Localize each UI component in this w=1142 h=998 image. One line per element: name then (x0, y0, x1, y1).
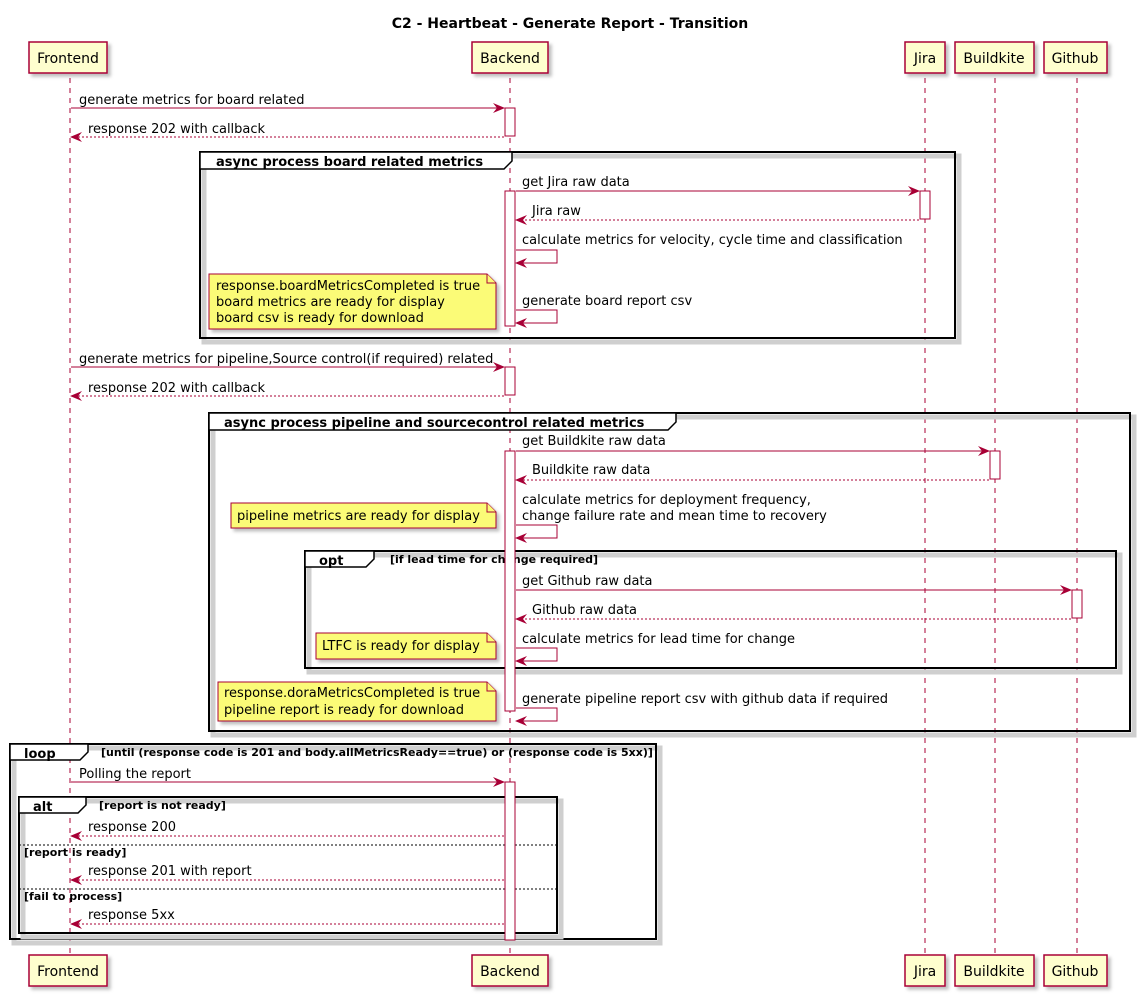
participant-label: Backend (480, 964, 540, 980)
activation-bar (989, 450, 1001, 480)
participants-top: Frontend Backend Jira Buildkite Github (28, 41, 1108, 74)
message-label: response 5xx (88, 908, 175, 923)
group-loop-polling: loop [until (response code is 201 and bo… (9, 743, 663, 946)
messages: generate metrics for board related respo… (70, 93, 1072, 929)
participant-label: Jira (913, 964, 936, 980)
activation-bar (504, 781, 516, 941)
note-line: response.doraMetricsCompleted is true (224, 686, 480, 701)
note-line: pipeline metrics are ready for display (237, 509, 480, 524)
participant-github-bottom: Github (1043, 954, 1108, 987)
message-label: get Jira raw data (522, 175, 630, 190)
participant-github: Github (1043, 41, 1108, 74)
activation-bar (504, 366, 516, 396)
message-label: calculate metrics for velocity, cycle ti… (522, 233, 903, 248)
self-message-arrow (515, 309, 558, 328)
self-message-arrow (515, 249, 558, 268)
activation-bar (504, 450, 516, 712)
participant-buildkite-bottom: Buildkite (954, 954, 1035, 987)
alt-else-condition: [fail to process] (24, 890, 122, 903)
message-label: get Buildkite raw data (522, 434, 666, 449)
message-label: generate metrics for board related (79, 93, 304, 108)
participant-frontend: Frontend (28, 41, 108, 74)
notes: response.boardMetricsCompleted is true b… (208, 273, 497, 722)
group-alt-report-status: alt [report is not ready] [report is rea… (18, 796, 564, 940)
message-label: get Github raw data (522, 574, 652, 589)
message-label: Buildkite raw data (532, 463, 650, 478)
participant-backend: Backend (471, 41, 549, 74)
message-label: response 200 (88, 820, 176, 835)
note-dora-ready (217, 681, 497, 722)
participant-buildkite: Buildkite (954, 41, 1035, 74)
opt-label: opt (319, 554, 343, 569)
loop-label: loop (24, 747, 56, 762)
group-opt-lead-time: opt [if lead time for change required] (304, 550, 1123, 675)
loop-condition: [until (response code is 201 and body.al… (101, 746, 653, 759)
participant-label: Buildkite (963, 964, 1024, 980)
message-label: change failure rate and mean time to rec… (522, 509, 827, 524)
message-label: calculate metrics for lead time for chan… (522, 632, 795, 647)
message-label: generate pipeline report csv with github… (522, 692, 888, 707)
group-board-metrics: async process board related metrics (199, 151, 962, 345)
activation-bar (1071, 589, 1083, 619)
participant-backend-bottom: Backend (471, 954, 549, 987)
diagram-title: C2 - Heartbeat - Generate Report - Trans… (392, 16, 749, 32)
participant-jira-bottom: Jira (904, 954, 946, 987)
note-ltfc-ready (315, 632, 497, 660)
group-frames: async process board related metrics asyn… (9, 151, 1137, 946)
group-label: async process pipeline and sourcecontrol… (224, 416, 645, 431)
opt-condition: [if lead time for change required] (390, 553, 598, 566)
alt-condition: [report is not ready] (99, 799, 226, 812)
message-label: Jira raw (531, 204, 581, 219)
group-pipeline-metrics: async process pipeline and sourcecontrol… (208, 412, 1137, 738)
message-label: response 202 with callback (88, 381, 266, 396)
participant-jira: Jira (904, 41, 946, 74)
participant-frontend-bottom: Frontend (28, 954, 108, 987)
message-label: generate metrics for pipeline,Source con… (79, 352, 493, 367)
participant-label: Frontend (37, 51, 99, 67)
activation-bar (504, 190, 516, 327)
participant-label: Github (1052, 964, 1099, 980)
message-label: generate board report csv (522, 294, 692, 309)
note-pipeline-ready (230, 502, 497, 529)
note-board-ready (208, 273, 497, 330)
note-line: pipeline report is ready for download (224, 703, 464, 718)
alt-else-condition: [report is ready] (24, 846, 126, 859)
alt-label: alt (33, 800, 52, 815)
activation-bar (919, 190, 931, 220)
note-line: board metrics are ready for display (216, 295, 445, 310)
self-message-arrow (515, 524, 558, 543)
note-line: response.boardMetricsCompleted is true (216, 279, 480, 294)
message-label: response 202 with callback (88, 122, 266, 137)
message-label: Polling the report (79, 767, 191, 782)
message-label: response 201 with report (88, 864, 252, 879)
message-label: calculate metrics for deployment frequen… (522, 493, 811, 508)
participant-label: Frontend (37, 964, 99, 980)
participant-label: Backend (480, 51, 540, 67)
activation-bar (504, 107, 516, 137)
self-message-arrow (515, 707, 558, 726)
message-label: Github raw data (532, 603, 637, 618)
participant-label: Github (1052, 51, 1099, 67)
self-message-arrow (515, 647, 558, 666)
group-label: async process board related metrics (216, 155, 483, 170)
note-line: LTFC is ready for display (322, 639, 480, 654)
note-line: board csv is ready for download (216, 311, 424, 326)
participant-label: Buildkite (963, 51, 1024, 67)
activation-bars (504, 107, 1083, 941)
participant-label: Jira (913, 51, 936, 67)
participants-bottom: Frontend Backend Jira Buildkite Github (28, 954, 1108, 987)
